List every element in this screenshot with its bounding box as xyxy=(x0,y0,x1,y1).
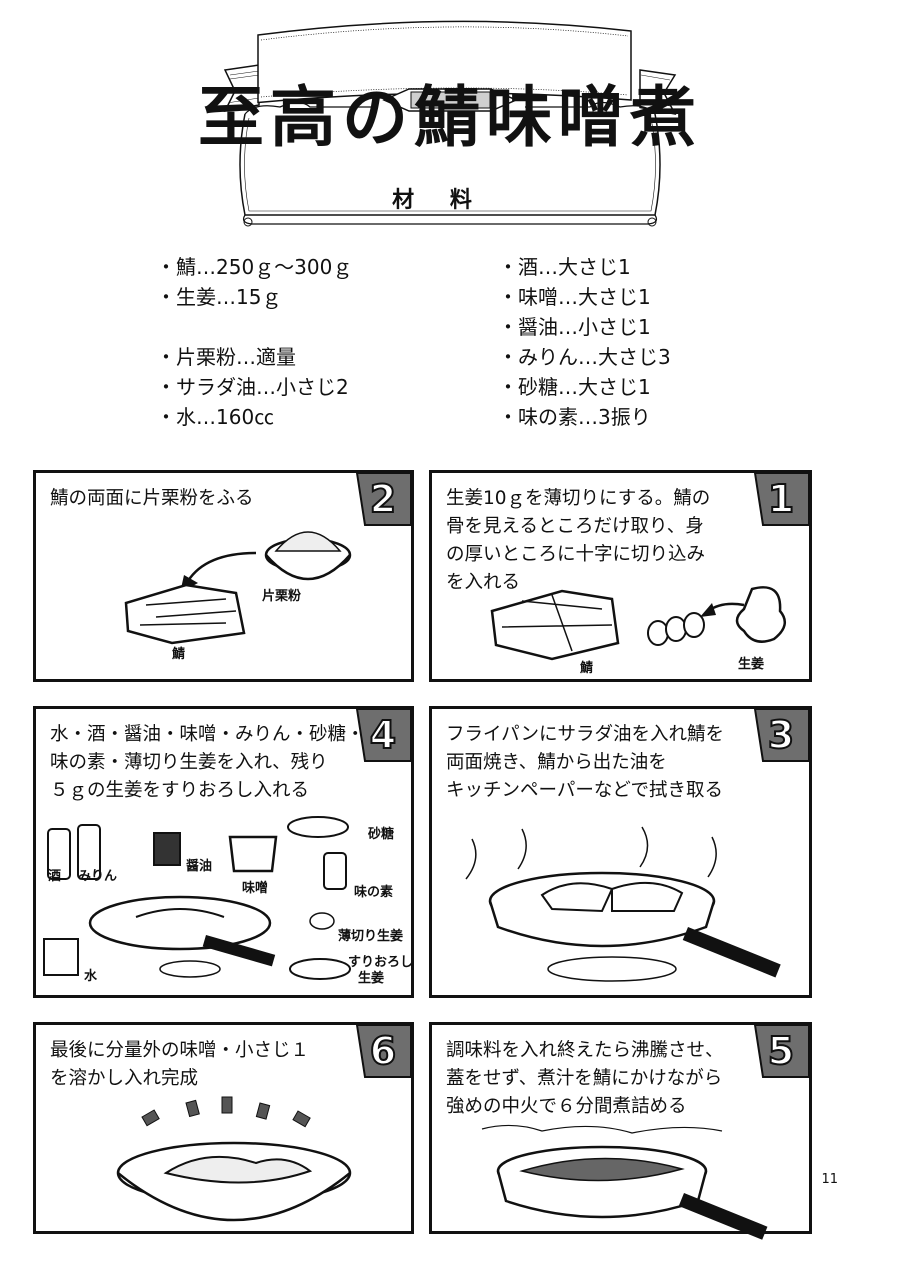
step-1-line: を入れる xyxy=(446,572,521,593)
step-5-line: 強めの中火で６分間煮詰める xyxy=(446,1096,687,1117)
fish-and-ginger-illustration xyxy=(490,586,787,661)
step-panel-3: フライパンにサラダ油を入れ鯖を 両面焼き、鯖から出た油を キッチンペーパーなどで… xyxy=(429,706,812,998)
materials-heading: 材 料 xyxy=(392,188,486,213)
step-3-text: フライパンにサラダ油を入れ鯖を 両面焼き、鯖から出た油を キッチンペーパーなどで… xyxy=(446,721,724,805)
step-panel-1: 生姜10ｇを薄切りにする。鯖の 骨を見えるところだけ取り、身 の厚いところに十字… xyxy=(429,470,812,682)
step-4-line: 味の素・薄切り生姜を入れ、残り xyxy=(50,752,328,773)
step-6-number: 6 xyxy=(369,1028,397,1074)
step-6-line: 最後に分量外の味噌・小さじ１ xyxy=(50,1040,310,1061)
simmering-pan-illustration xyxy=(481,1124,768,1240)
seasonings-illustration xyxy=(43,816,351,980)
step-number-tab xyxy=(355,472,412,526)
page-number: 11 xyxy=(821,1172,838,1187)
page-title: 至高の鯖味噌煮 xyxy=(198,79,702,156)
step-number-tab xyxy=(753,1024,810,1078)
ingredient-item: ・味噌…大さじ1 xyxy=(498,285,651,309)
ingredient-item: ・サラダ油…小さじ2 xyxy=(156,375,349,399)
ingredient-item: ・生姜…15ｇ xyxy=(156,285,282,309)
ingredients-right: ・酒…大さじ1 ・味噌…大さじ1 ・醤油…小さじ1 ・みりん…大さじ3 ・砂糖…… xyxy=(498,252,671,432)
label-sato: 砂糖 xyxy=(368,827,395,842)
step-2-line: 鯖の両面に片栗粉をふる xyxy=(50,488,254,509)
step-3-line: キッチンペーパーなどで拭き取る xyxy=(446,780,723,801)
label-suriorosi: すりおろし xyxy=(348,955,414,970)
label-shoga: 生姜 xyxy=(358,971,385,986)
title-banner xyxy=(223,20,677,227)
step-6-line: を溶かし入れ完成 xyxy=(50,1068,199,1089)
step-number-tab xyxy=(753,472,810,526)
step-number-tab xyxy=(355,1024,412,1078)
ingredient-item: ・酒…大さじ1 xyxy=(498,255,631,279)
step-number-tab xyxy=(355,708,412,762)
step-5-line: 調味料を入れ終えたら沸騰させ、 xyxy=(446,1040,724,1061)
step-1-text: 生姜10ｇを薄切りにする。鯖の 骨を見えるところだけ取り、身 の厚いところに十字… xyxy=(446,485,710,597)
finished-bowl-illustration xyxy=(116,1096,352,1222)
step-3-line: 両面焼き、鯖から出た油を xyxy=(446,752,667,773)
label-sake: 酒 xyxy=(48,869,62,884)
frying-pan-illustration xyxy=(465,826,781,982)
ingredient-item: ・味の素…3振り xyxy=(498,405,651,429)
ingredient-item: ・みりん…大さじ3 xyxy=(498,345,671,369)
step-panel-4: 水・酒・醤油・味噌・みりん・砂糖・ 味の素・薄切り生姜を入れ、残り ５ｇの生姜を… xyxy=(33,706,414,998)
step-4-number: 4 xyxy=(369,712,397,758)
label-miso: 味噌 xyxy=(242,881,269,896)
label-ajinomoto: 味の素 xyxy=(354,885,394,900)
step-panel-2: 鯖の両面に片栗粉をふる 2 片栗粉 鯖 xyxy=(33,470,414,682)
step-number-tab xyxy=(753,708,810,762)
step-1-line: 骨を見えるところだけ取り、身 xyxy=(446,516,704,537)
step-2-text: 鯖の両面に片栗粉をふる xyxy=(50,485,254,513)
ingredient-item: ・醤油…小さじ1 xyxy=(498,315,651,339)
step-2-number: 2 xyxy=(369,476,397,522)
step-4-line: ５ｇの生姜をすりおろし入れる xyxy=(50,780,310,801)
label-shoga: 生姜 xyxy=(738,657,765,672)
label-katakuriko: 片栗粉 xyxy=(262,589,302,604)
ingredient-item: ・砂糖…大さじ1 xyxy=(498,375,651,399)
step-panel-6: 最後に分量外の味噌・小さじ１ を溶かし入れ完成 6 xyxy=(33,1022,414,1234)
step-6-text: 最後に分量外の味噌・小さじ１ を溶かし入れ完成 xyxy=(50,1037,309,1093)
ingredient-spacer xyxy=(156,312,352,342)
step-5-line: 蓋をせず、煮汁を鯖にかけながら xyxy=(446,1068,723,1089)
label-saba: 鯖 xyxy=(172,647,186,662)
step-1-line: の厚いところに十字に切り込み xyxy=(446,544,706,565)
step-5-text: 調味料を入れ終えたら沸騰させ、 蓋をせず、煮汁を鯖にかけながら 強めの中火で６分… xyxy=(446,1037,724,1121)
step-4-line: 水・酒・醤油・味噌・みりん・砂糖・ xyxy=(50,724,365,745)
ingredient-item: ・鯖…250ｇ～300ｇ xyxy=(156,255,353,279)
ingredient-item: ・水…160㏄ xyxy=(156,405,275,429)
step-5-number: 5 xyxy=(767,1028,795,1074)
ingredient-item: ・片栗粉…適量 xyxy=(156,345,296,369)
label-mizu: 水 xyxy=(84,969,98,984)
label-shoyu: 醤油 xyxy=(186,859,213,874)
ingredients-left: ・鯖…250ｇ～300ｇ ・生姜…15ｇ ・片栗粉…適量 ・サラダ油…小さじ2 … xyxy=(156,252,352,432)
step-3-number: 3 xyxy=(767,712,795,758)
step-4-text: 水・酒・醤油・味噌・みりん・砂糖・ 味の素・薄切り生姜を入れ、残り ５ｇの生姜を… xyxy=(50,721,365,805)
label-saba: 鯖 xyxy=(580,661,594,676)
step-panel-5: 調味料を入れ終えたら沸騰させ、 蓋をせず、煮汁を鯖にかけながら 強めの中火で６分… xyxy=(429,1022,812,1240)
label-mirin: みりん xyxy=(78,869,118,884)
fish-and-starch-illustration xyxy=(124,531,352,645)
step-1-number: 1 xyxy=(767,476,795,522)
label-usugiri-shoga: 薄切り生姜 xyxy=(338,929,404,944)
step-1-line: 生姜10ｇを薄切りにする。鯖の xyxy=(446,488,711,509)
step-3-line: フライパンにサラダ油を入れ鯖を xyxy=(446,724,725,745)
